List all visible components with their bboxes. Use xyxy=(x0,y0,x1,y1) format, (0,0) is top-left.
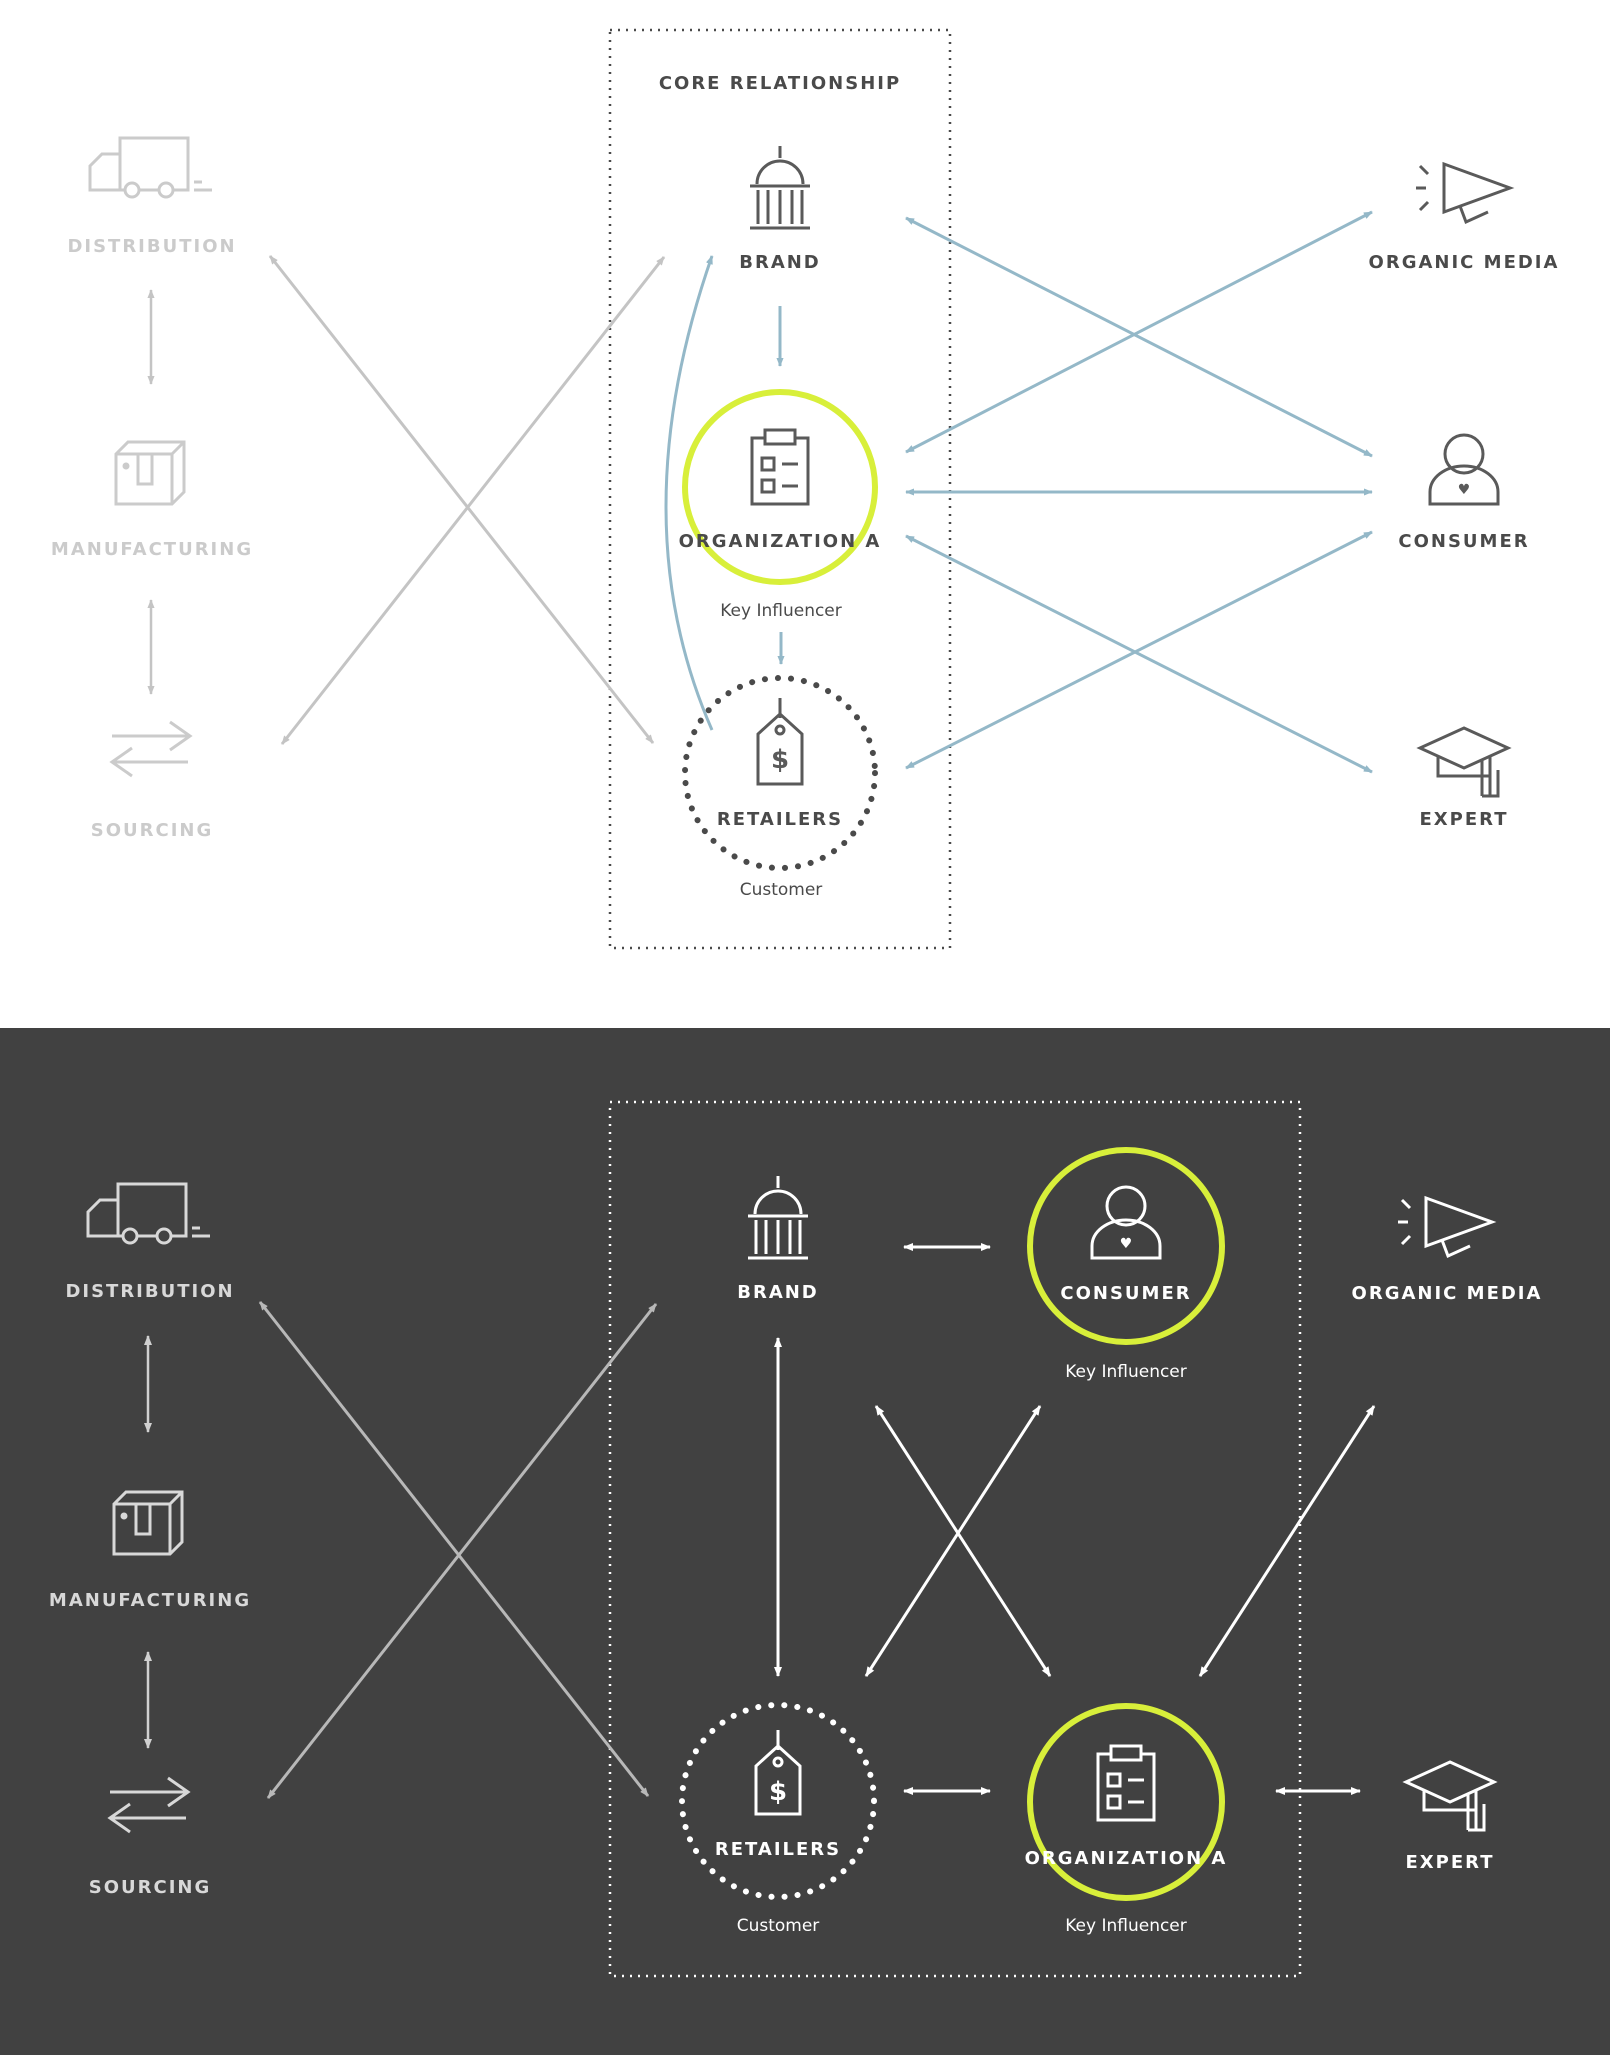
bottom-expert-graduation-cap-icon xyxy=(1402,1760,1498,1832)
bottom-organization-sublabel: Key Influencer xyxy=(1065,1916,1187,1936)
bottom-retailers-tag-icon xyxy=(754,1730,802,1816)
top-retailers-tag-icon xyxy=(756,698,804,786)
bottom-organic-media-label: ORGANIC MEDIA xyxy=(1352,1283,1543,1304)
bottom-consumer-label: CONSUMER xyxy=(1060,1283,1191,1304)
top-retailers-sublabel: Customer xyxy=(740,880,823,900)
top-manufacturing-icon xyxy=(114,440,186,506)
top-manufacturing-label: MANUFACTURING xyxy=(51,539,253,560)
bottom-arrow-organic-media-organization xyxy=(1198,1405,1376,1677)
bottom-expert-label: EXPERT xyxy=(1406,1852,1495,1873)
bottom-manufacturing-label: MANUFACTURING xyxy=(49,1590,251,1611)
bottom-consumer-heart-icon: ♥ xyxy=(1120,1236,1133,1252)
top-dollar-sign-icon: $ xyxy=(771,745,789,775)
top-organic-media-label: ORGANIC MEDIA xyxy=(1369,252,1560,273)
top-arrow-sourcing-brand xyxy=(280,256,666,745)
top-organization-sublabel: Key Influencer xyxy=(720,601,842,621)
bottom-arrow-consumer-retailers xyxy=(864,1405,1042,1677)
bottom-consumer-person-icon xyxy=(1090,1185,1162,1260)
top-consumer-label: CONSUMER xyxy=(1398,531,1529,552)
bottom-organization-label: ORGANIZATION A xyxy=(1025,1848,1228,1869)
top-brand-label: BRAND xyxy=(739,252,821,273)
top-organization-clipboard-icon xyxy=(750,428,810,506)
bottom-sourcing-label: SOURCING xyxy=(89,1877,212,1898)
top-organization-label: ORGANIZATION A xyxy=(679,531,882,552)
core-relationship-title: CORE RELATIONSHIP xyxy=(659,73,901,94)
bottom-organic-media-megaphone-icon xyxy=(1398,1195,1497,1259)
top-arrow-organization-organic-media xyxy=(905,210,1373,454)
top-sourcing-icon xyxy=(109,720,193,778)
top-organization-key-ring xyxy=(682,389,878,585)
bottom-organization-key-ring xyxy=(1027,1703,1225,1901)
bottom-dollar-sign-icon: $ xyxy=(769,1777,787,1807)
top-arrow-retailers-consumer xyxy=(905,530,1373,770)
bottom-manufacturing-icon xyxy=(112,1490,184,1556)
top-brand-icon xyxy=(750,146,810,230)
top-panel-background xyxy=(0,0,1610,1028)
bottom-arrow-sourcing-brand xyxy=(266,1303,658,1799)
bottom-distribution-label: DISTRIBUTION xyxy=(65,1281,234,1302)
bottom-retailers-label: RETAILERS xyxy=(715,1839,841,1860)
bottom-panel-background xyxy=(0,1028,1610,2055)
bottom-sourcing-icon xyxy=(107,1776,191,1834)
top-retailers-customer-ring xyxy=(682,675,878,871)
bottom-consumer-sublabel: Key Influencer xyxy=(1065,1362,1187,1382)
top-arrow-retailers-brand xyxy=(664,255,714,731)
top-distribution-icon xyxy=(88,136,212,199)
top-retailers-label: RETAILERS xyxy=(717,809,843,830)
top-expert-label: EXPERT xyxy=(1420,809,1509,830)
bottom-consumer-key-ring xyxy=(1027,1147,1225,1345)
top-organic-media-megaphone-icon xyxy=(1416,161,1515,225)
bottom-core-frame xyxy=(608,1100,1302,1978)
bottom-retailers-customer-ring xyxy=(679,1702,877,1900)
bottom-organization-clipboard-icon xyxy=(1096,1744,1156,1822)
bottom-brand-label: BRAND xyxy=(737,1282,819,1303)
bottom-brand-icon xyxy=(748,1176,808,1260)
top-consumer-heart-icon: ♥ xyxy=(1458,482,1471,498)
top-consumer-person-icon xyxy=(1428,433,1500,506)
top-distribution-label: DISTRIBUTION xyxy=(67,236,236,257)
top-expert-graduation-cap-icon xyxy=(1416,726,1512,798)
top-sourcing-label: SOURCING xyxy=(91,820,214,841)
bottom-distribution-icon xyxy=(86,1182,210,1245)
bottom-retailers-sublabel: Customer xyxy=(737,1916,820,1936)
